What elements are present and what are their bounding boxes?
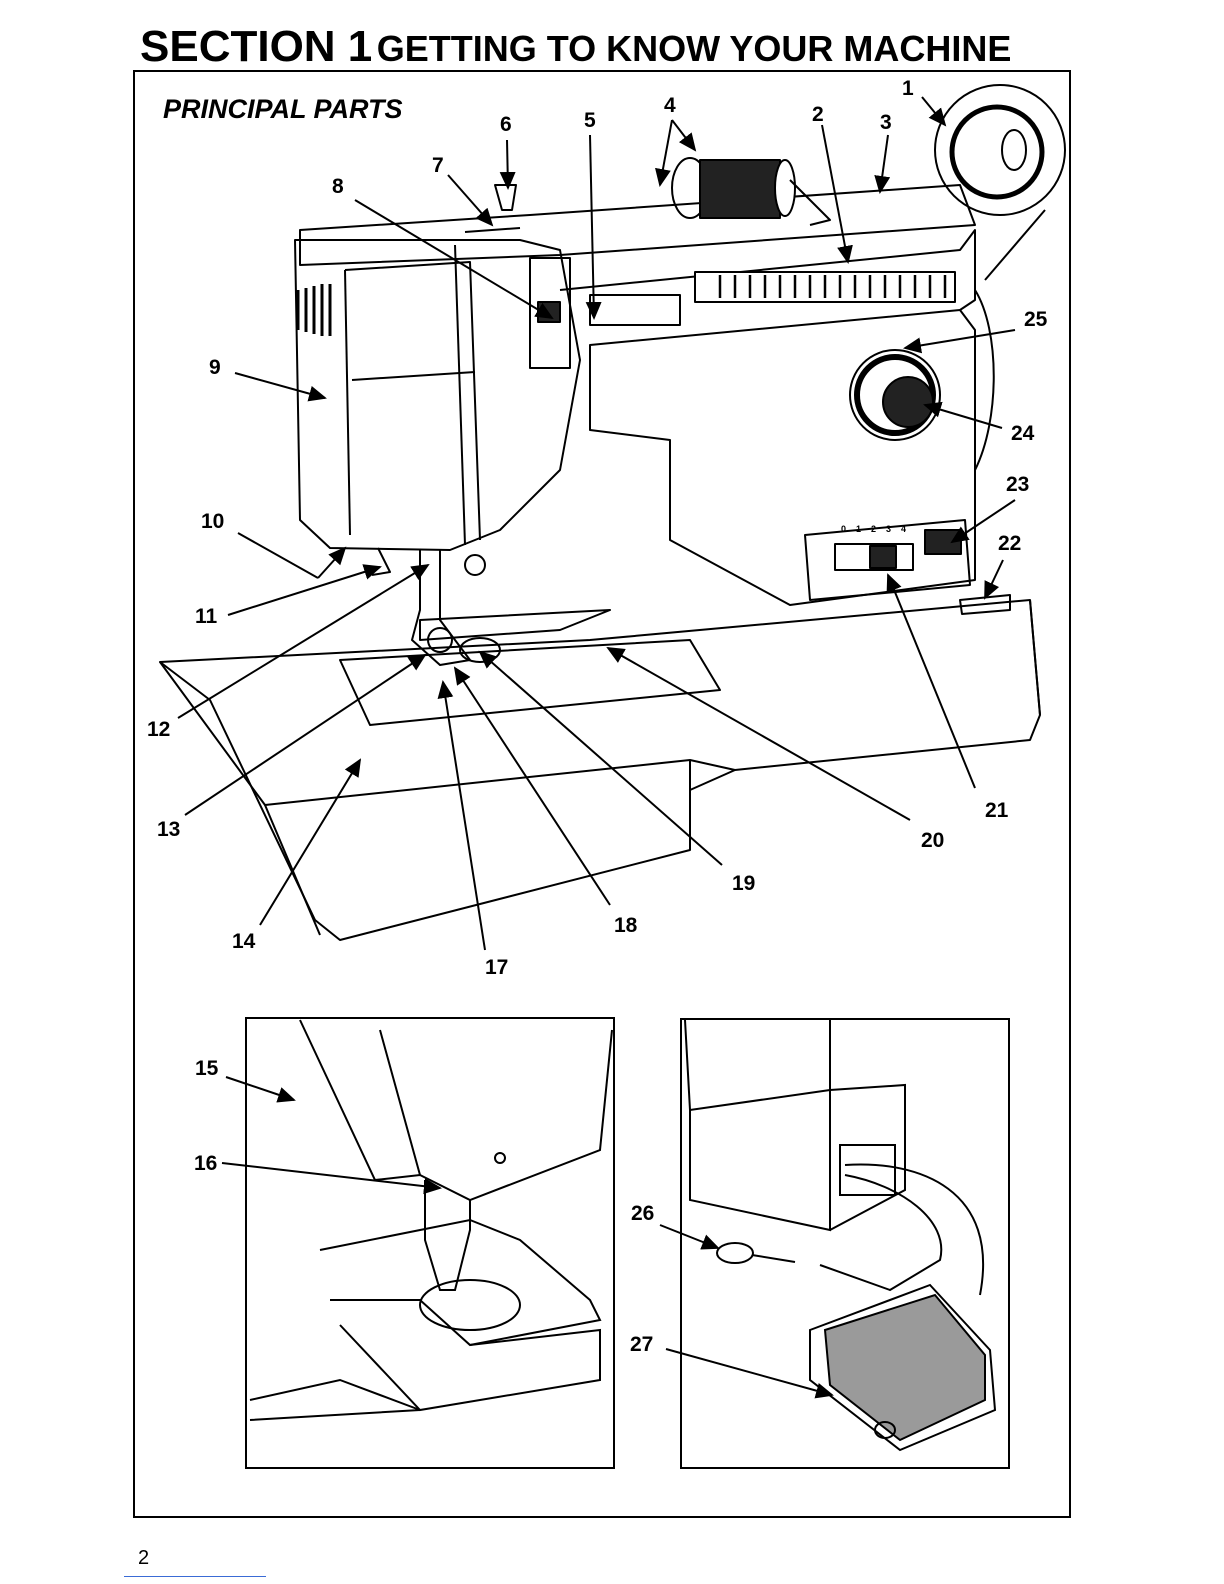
machine-top-cover bbox=[300, 185, 975, 265]
page-number: 2 bbox=[138, 1547, 149, 1570]
callout-22: 22 bbox=[998, 533, 1021, 554]
callout-10: 10 bbox=[201, 511, 224, 532]
callout-5: 5 bbox=[584, 110, 596, 131]
scale-label-3: 3 bbox=[886, 525, 891, 534]
callout-4: 4 bbox=[664, 95, 676, 116]
footer-rule bbox=[124, 1576, 266, 1577]
callout-21: 21 bbox=[985, 800, 1008, 821]
callout-23: 23 bbox=[1006, 474, 1029, 495]
callout-7: 7 bbox=[432, 155, 444, 176]
scale-label-0: 0 bbox=[841, 525, 846, 534]
callout-16: 16 bbox=[194, 1153, 217, 1174]
callout-19: 19 bbox=[732, 873, 755, 894]
callout-15: 15 bbox=[195, 1058, 218, 1079]
callout-26: 26 bbox=[631, 1203, 654, 1224]
machine-body bbox=[590, 310, 975, 605]
callout-1: 1 bbox=[902, 78, 914, 99]
machine-head bbox=[295, 240, 580, 550]
callout-20: 20 bbox=[921, 830, 944, 851]
callout-3: 3 bbox=[880, 112, 892, 133]
callout-6: 6 bbox=[500, 114, 512, 135]
callout-9: 9 bbox=[209, 357, 221, 378]
scale-label-4: 4 bbox=[901, 525, 906, 534]
callout-18: 18 bbox=[614, 915, 637, 936]
callout-8: 8 bbox=[332, 176, 344, 197]
callout-27: 27 bbox=[630, 1334, 653, 1355]
scale-label-1: 1 bbox=[856, 525, 861, 534]
callout-14: 14 bbox=[232, 931, 255, 952]
callout-11: 11 bbox=[195, 606, 217, 627]
scale-label-2: 2 bbox=[871, 525, 876, 534]
callout-12: 12 bbox=[147, 719, 170, 740]
callout-2: 2 bbox=[812, 104, 824, 125]
callout-24: 24 bbox=[1011, 423, 1034, 444]
inset-left-frame bbox=[246, 1018, 614, 1468]
callout-17: 17 bbox=[485, 957, 508, 978]
callout-25: 25 bbox=[1024, 309, 1047, 330]
callout-13: 13 bbox=[157, 819, 180, 840]
needle-plate-area bbox=[340, 640, 720, 725]
